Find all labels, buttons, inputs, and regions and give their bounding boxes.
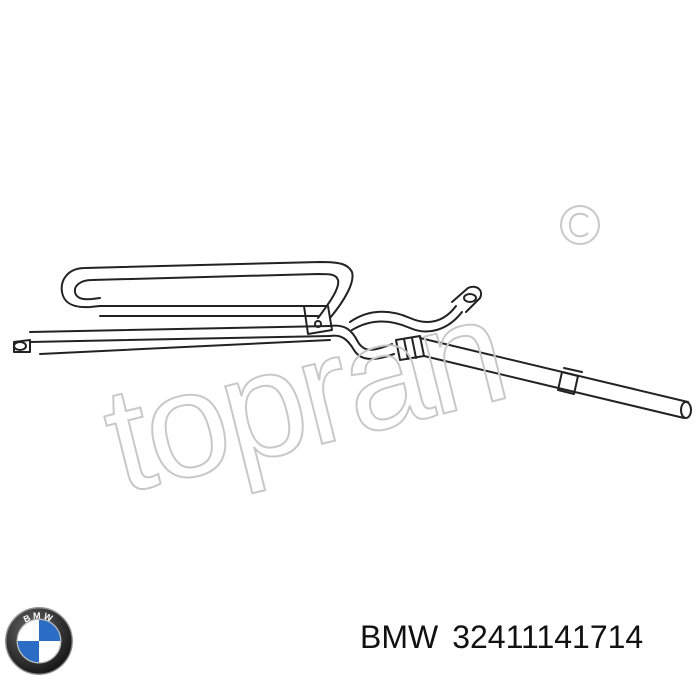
left-fitting	[13, 339, 31, 353]
watermark-text: topran	[88, 265, 518, 525]
hose-bottom	[423, 355, 685, 419]
copyright-c	[568, 212, 589, 238]
cooler-tube-lower-a	[29, 325, 331, 333]
bracket-bolt	[314, 320, 322, 328]
hose-end	[680, 401, 692, 419]
cooler-loop-outer	[60, 261, 354, 319]
copyright-circle	[560, 205, 600, 245]
part-caption: BMW 32411141714	[360, 614, 643, 660]
bmw-roundel-icon: BMW	[5, 607, 73, 675]
bridge-tube-a	[329, 324, 393, 351]
hose-clamp	[557, 371, 579, 395]
banjo-eye	[463, 293, 477, 303]
banjo-fitting	[451, 285, 482, 313]
cooler-tube-lower-b	[29, 335, 331, 343]
bridge-tube-b	[329, 334, 395, 360]
upper-line-b	[351, 311, 463, 333]
mounting-bracket	[303, 305, 333, 335]
svg-text:BMW: BMW	[22, 610, 56, 624]
caption-part-number: 32411141714	[452, 619, 644, 655]
cooler-loop-inner	[73, 273, 340, 319]
caption-brand: BMW	[360, 619, 439, 655]
cooler-tube-lower-c	[39, 339, 331, 355]
left-fitting-end	[13, 341, 27, 351]
roundel-text: BMW	[22, 610, 54, 624]
hose-top	[419, 337, 689, 403]
upper-line-a	[349, 305, 457, 323]
